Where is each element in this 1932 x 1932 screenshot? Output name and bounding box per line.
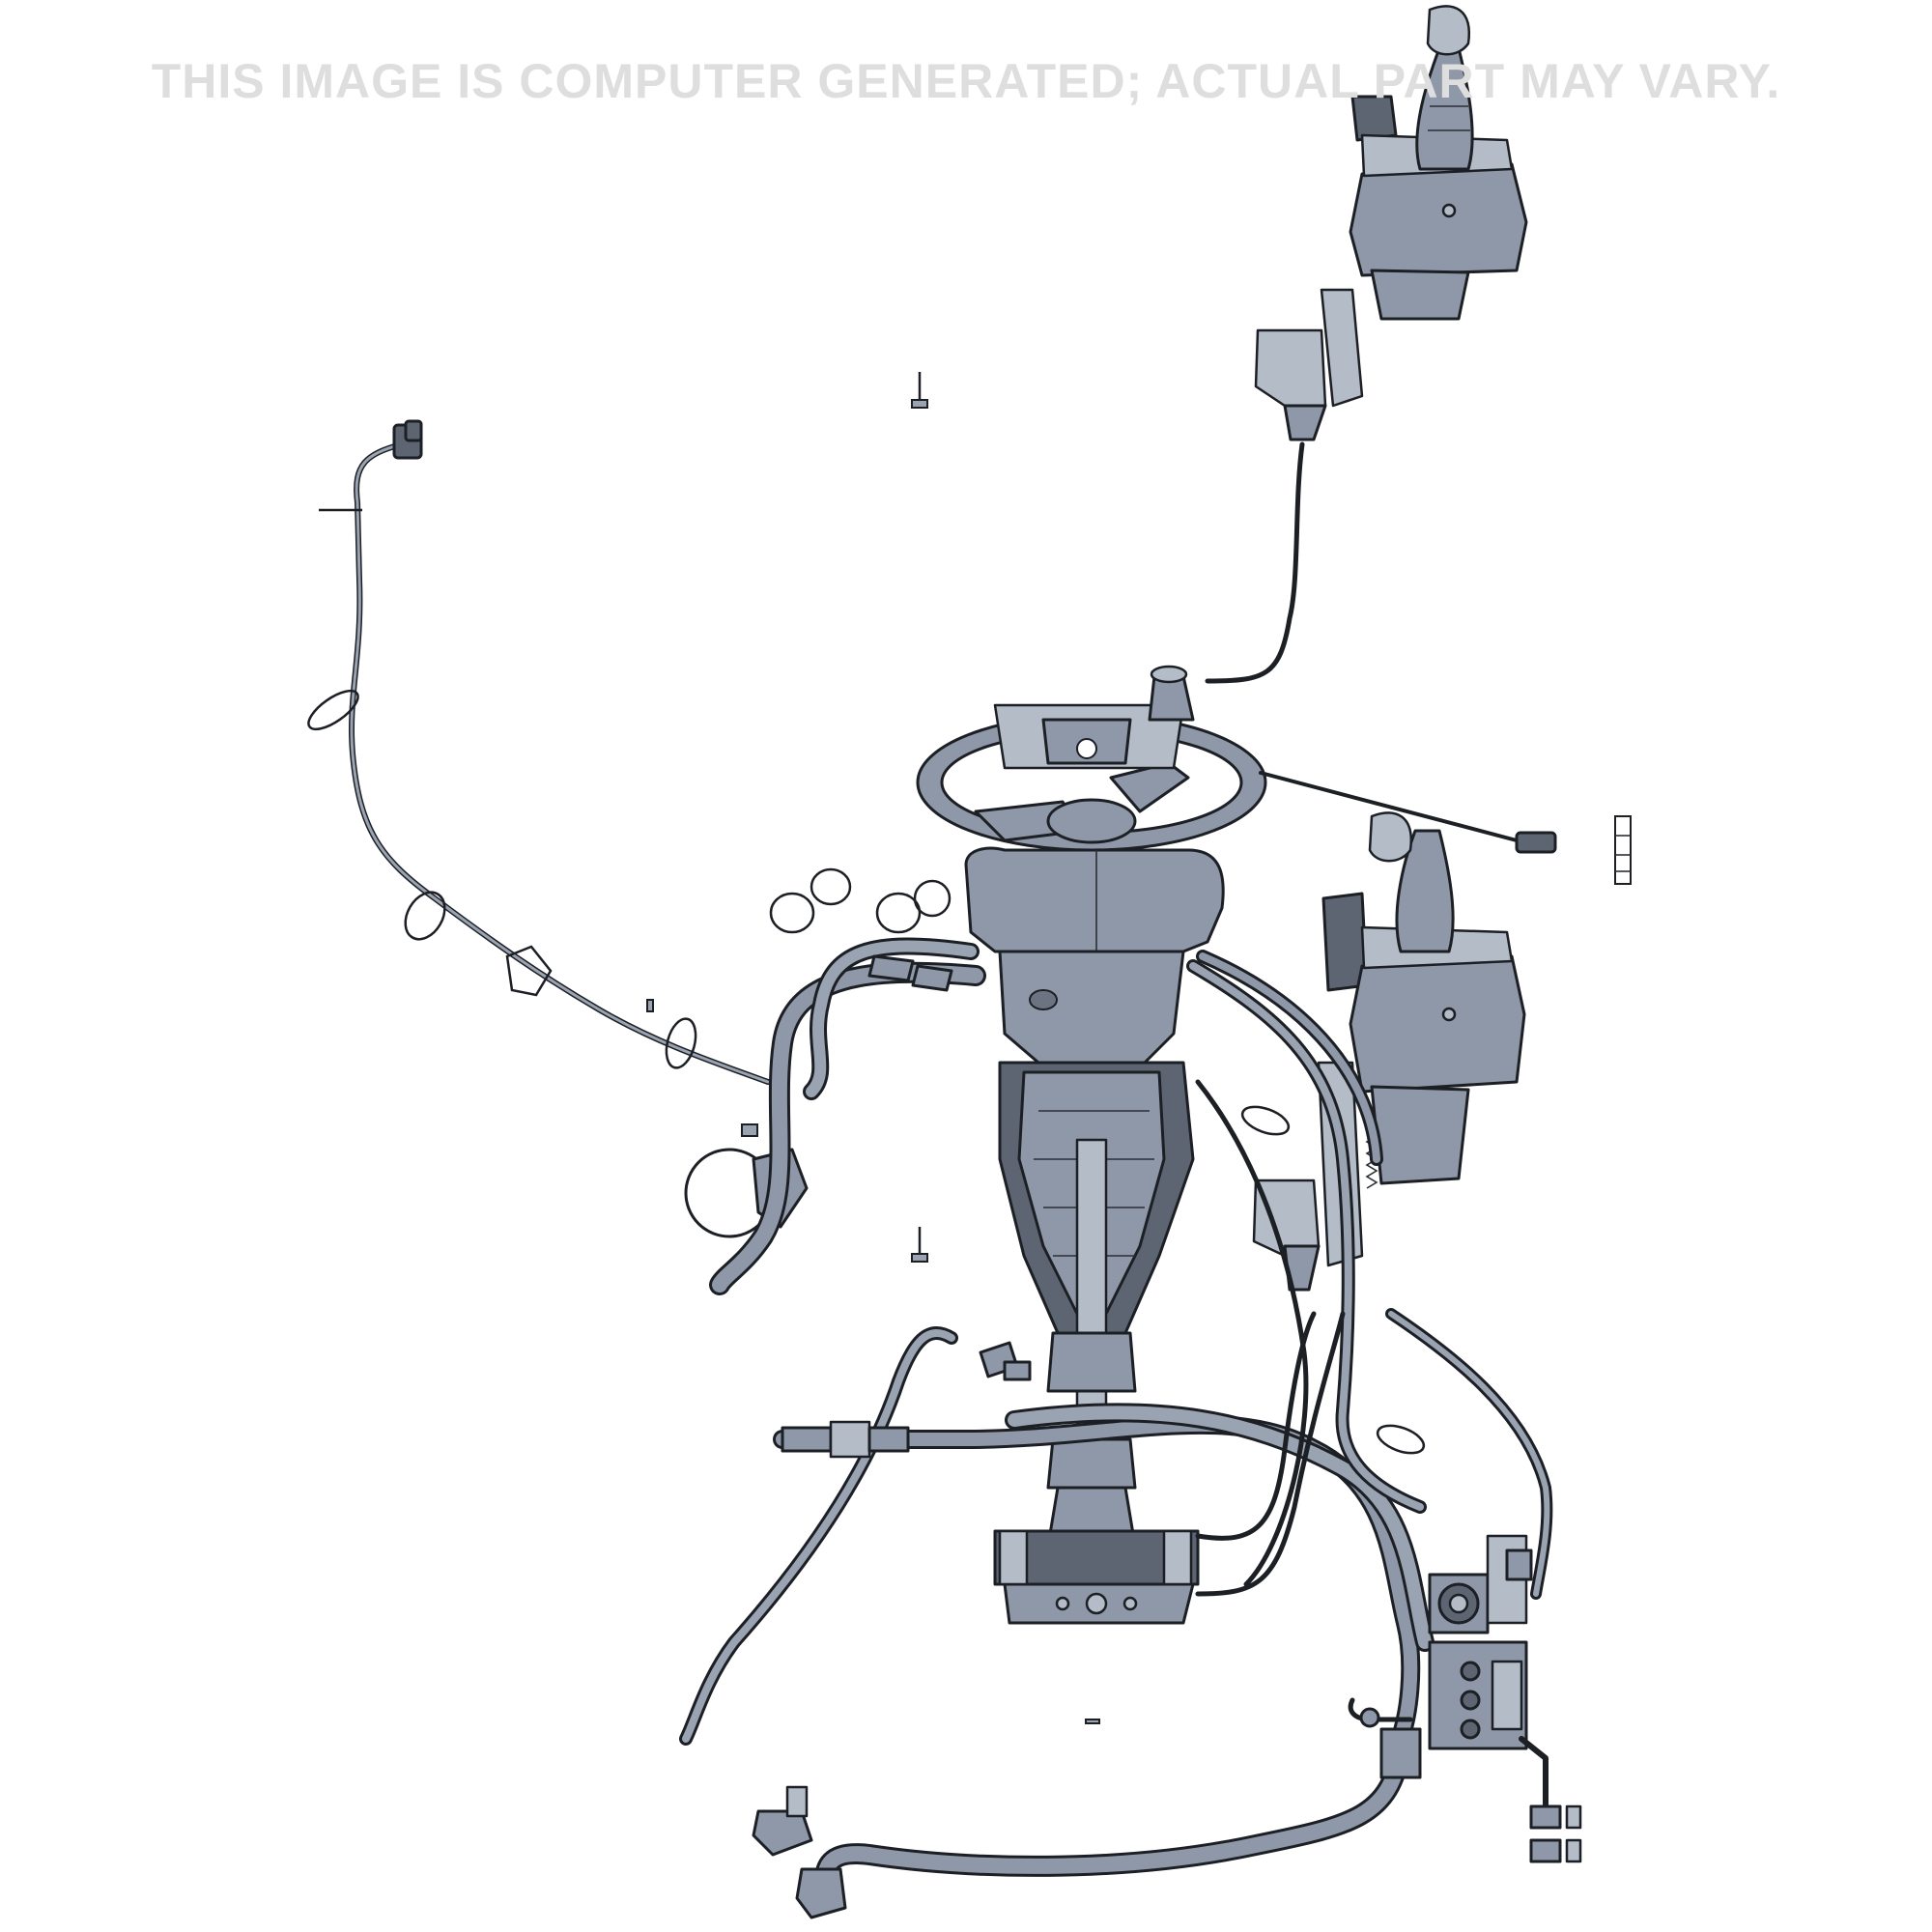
hydraulic-valve-block: [1348, 1534, 1582, 1863]
harness-clip: [307, 689, 359, 731]
watermark-text: THIS IMAGE IS COMPUTER GENERATED; ACTUAL…: [151, 54, 1781, 108]
harness-clip: [404, 891, 446, 941]
harness-clip: [665, 1017, 697, 1069]
decal: [1614, 815, 1632, 885]
lower-joystick-control: [1252, 811, 1526, 1292]
left-wiring-harness: [307, 419, 771, 1085]
wheel-connector: [1515, 831, 1557, 854]
steering-wheel: [916, 665, 1557, 854]
loose-bolt: [911, 372, 928, 409]
steering-column-base-plate: [993, 1529, 1200, 1625]
hydraulic-hoses: [679, 867, 1553, 1919]
upper-joystick-control: [1205, 5, 1528, 684]
harness-clip: [505, 945, 553, 997]
loose-bolt: [911, 1227, 928, 1263]
small-pin: [1085, 1719, 1100, 1724]
